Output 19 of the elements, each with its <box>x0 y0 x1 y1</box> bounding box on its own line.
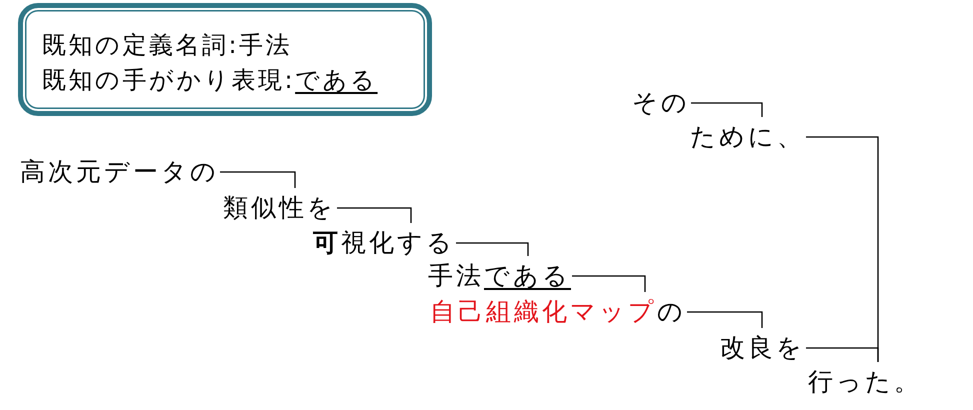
dependency-line <box>572 275 646 292</box>
phrase-text: 高次元データの <box>20 152 219 187</box>
phrase-text: 手法である <box>428 256 571 291</box>
dependency-line <box>337 207 412 223</box>
phrase-text: 可視化する <box>313 223 455 258</box>
phrase-text: 改良を <box>720 328 805 363</box>
dependency-line <box>687 311 763 328</box>
dependency-line <box>691 102 763 117</box>
dependency-line <box>220 171 296 188</box>
phrase-text: ために、 <box>690 117 805 152</box>
phrase-text: 自己組織化マップの <box>430 292 686 327</box>
definition-text: 既知の定義名詞:手法 <box>42 30 292 60</box>
phrase-text: 類似性を <box>223 188 336 223</box>
phrase-text: 行った。 <box>808 362 922 397</box>
dependency-line <box>456 242 529 256</box>
definition-text: 既知の手がかり表現:である <box>42 65 378 95</box>
info-panel <box>18 3 432 116</box>
dependency-line <box>806 136 879 362</box>
phrase-text: その <box>632 83 690 118</box>
